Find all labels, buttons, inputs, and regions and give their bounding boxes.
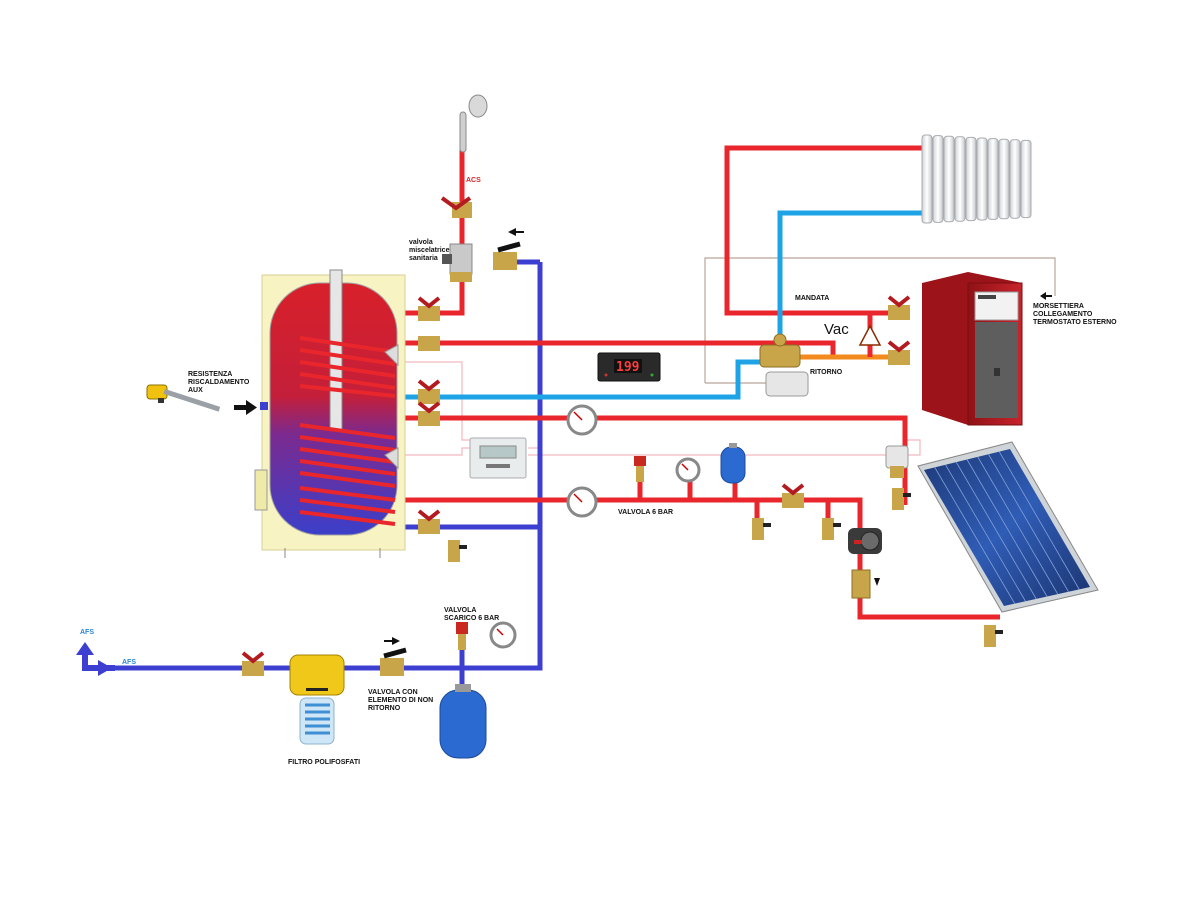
mixing-valve-label: valvola miscelatrice sanitaria	[409, 239, 451, 262]
controller-display-value: 199	[616, 360, 639, 375]
triangle-symbol-icon	[858, 324, 882, 346]
pressure-gauge-icon	[675, 457, 701, 483]
thermometer-gauge-icon	[566, 404, 598, 436]
thermometer-gauge-icon	[566, 486, 598, 518]
discharge-valve-label: VALVOLA SCARICO 6 BAR	[444, 607, 499, 622]
check-valve-icon	[851, 569, 880, 599]
boiler	[922, 272, 1023, 426]
radiator-fin	[976, 137, 988, 221]
radiator-fin	[1009, 139, 1021, 219]
acs-label: ACS	[466, 177, 481, 184]
afs-inlet-label: AFS	[122, 659, 136, 666]
valve-icon	[418, 336, 440, 351]
valve-icon	[887, 340, 911, 365]
drain-cock-icon	[448, 540, 467, 562]
sanitary-expansion-vessel	[439, 684, 487, 759]
radiator-fin	[943, 135, 955, 223]
shower-head-icon	[459, 94, 488, 153]
radiator-fin	[932, 135, 944, 223]
solar-panel-gridline	[966, 459, 1048, 597]
valve-icon	[781, 483, 805, 508]
solar-panel-gridline	[945, 464, 1026, 602]
drain-cock-icon	[752, 518, 771, 540]
solar-panel-gridline	[977, 456, 1059, 595]
solar-panel-gridline	[955, 461, 1037, 600]
polyphosphate-filter	[289, 654, 345, 745]
thermostatic-mixing-valve	[442, 243, 473, 282]
drain-cock-icon	[984, 625, 1003, 647]
valve-icon	[417, 509, 441, 534]
radiator-fin	[987, 138, 999, 220]
solar-panel-gridline	[934, 467, 1016, 604]
drain-cock-icon	[892, 488, 911, 510]
solar-controller	[469, 437, 527, 479]
lever-valve-icon	[493, 241, 521, 270]
valve-icon	[417, 296, 441, 321]
vac-label: Vac	[824, 321, 849, 338]
check-valve-label: VALVOLA CON ELEMENTO DI NON RITORNO	[368, 689, 435, 712]
hot-water-line	[405, 150, 465, 316]
radiator-fin	[921, 134, 933, 224]
three-way-motorized-valve	[759, 333, 809, 397]
radiator-fin	[954, 136, 966, 222]
valve-icon	[417, 379, 441, 404]
radiator-fin	[998, 138, 1010, 220]
terminal-block-label: MORSETTIERA COLLEGAMENTO TERMOSTATO ESTE…	[1033, 303, 1117, 326]
arrow-left-icon	[1040, 292, 1052, 300]
solar-panel	[917, 441, 1099, 613]
solar-expansion-vessel	[720, 443, 746, 484]
valve-icon	[440, 196, 472, 218]
drain-cock-icon	[822, 518, 841, 540]
lever-valve-icon	[380, 647, 407, 676]
immersion-heater-icon	[146, 384, 221, 412]
ball-valves	[241, 196, 1003, 676]
pressure-gauges	[489, 404, 701, 649]
valve-icon	[417, 401, 441, 426]
solar-pump-icon	[848, 528, 882, 554]
valve-icon	[887, 295, 911, 320]
afs-up-label: AFS	[80, 629, 94, 636]
radiator-fin	[965, 136, 977, 222]
mandata-label: MANDATA	[795, 295, 829, 302]
solar-return	[405, 497, 1000, 620]
filter-label: FILTRO POLIFOSFATI	[288, 759, 360, 766]
radiator-supply	[724, 145, 922, 316]
radiator-fin	[1020, 139, 1032, 219]
valve-icon	[241, 651, 265, 676]
solar-panel-gridline	[988, 454, 1069, 592]
radiator-return	[777, 210, 922, 347]
pipes	[82, 145, 1000, 690]
resistance-label: RESISTENZA RISCALDAMENTO AUX	[188, 371, 251, 394]
solar-air-vent	[885, 445, 909, 478]
ritorno-label: RITORNO	[810, 369, 843, 376]
arrow-right-icon	[234, 400, 257, 415]
solar-panel-gridline	[998, 451, 1080, 590]
valve-6bar-label: VALVOLA 6 BAR	[618, 509, 673, 516]
storage-tank	[254, 269, 406, 558]
radiator-icon	[921, 134, 1032, 224]
pressure-gauge-icon	[489, 621, 517, 649]
safety-valve-icon	[456, 622, 468, 650]
temperature-controller: 199	[597, 352, 661, 382]
safety-valve-icon	[634, 456, 646, 482]
